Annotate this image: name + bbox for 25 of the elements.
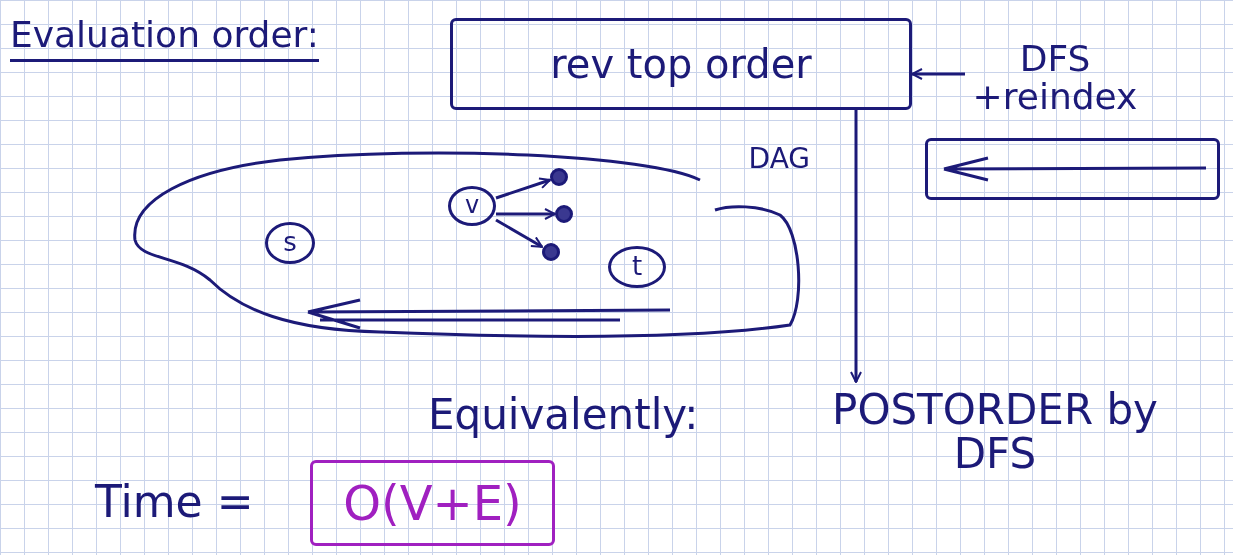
vertex-label: s — [283, 229, 297, 257]
note-text: Equivalently: — [428, 390, 699, 439]
empty-box — [925, 138, 1220, 200]
outlined-box — [310, 460, 555, 546]
arrow — [850, 110, 862, 383]
vertex-label: v — [464, 193, 480, 219]
formula-text: Time = — [95, 476, 254, 527]
vertex-circle — [608, 246, 666, 288]
vertex-label: t — [631, 253, 643, 281]
arrow — [495, 177, 551, 200]
outlined-box — [450, 18, 912, 110]
vertex-circle — [448, 186, 496, 226]
heading-text: Evaluation order: — [10, 14, 319, 62]
note-text: DFS +reindex — [965, 38, 1145, 118]
box-label: O(V+E) — [343, 477, 522, 529]
vertex-dot — [555, 205, 573, 223]
note-text: POSTORDER by DFS — [800, 382, 1190, 482]
vertex-dot — [542, 243, 560, 261]
arrow — [495, 218, 543, 249]
arrow — [496, 208, 556, 220]
box-label: rev top order — [550, 43, 812, 85]
dag-label: DAG — [748, 144, 810, 174]
arrow — [911, 68, 965, 80]
vertex-dot — [550, 168, 568, 186]
vertex-circle — [265, 222, 315, 264]
